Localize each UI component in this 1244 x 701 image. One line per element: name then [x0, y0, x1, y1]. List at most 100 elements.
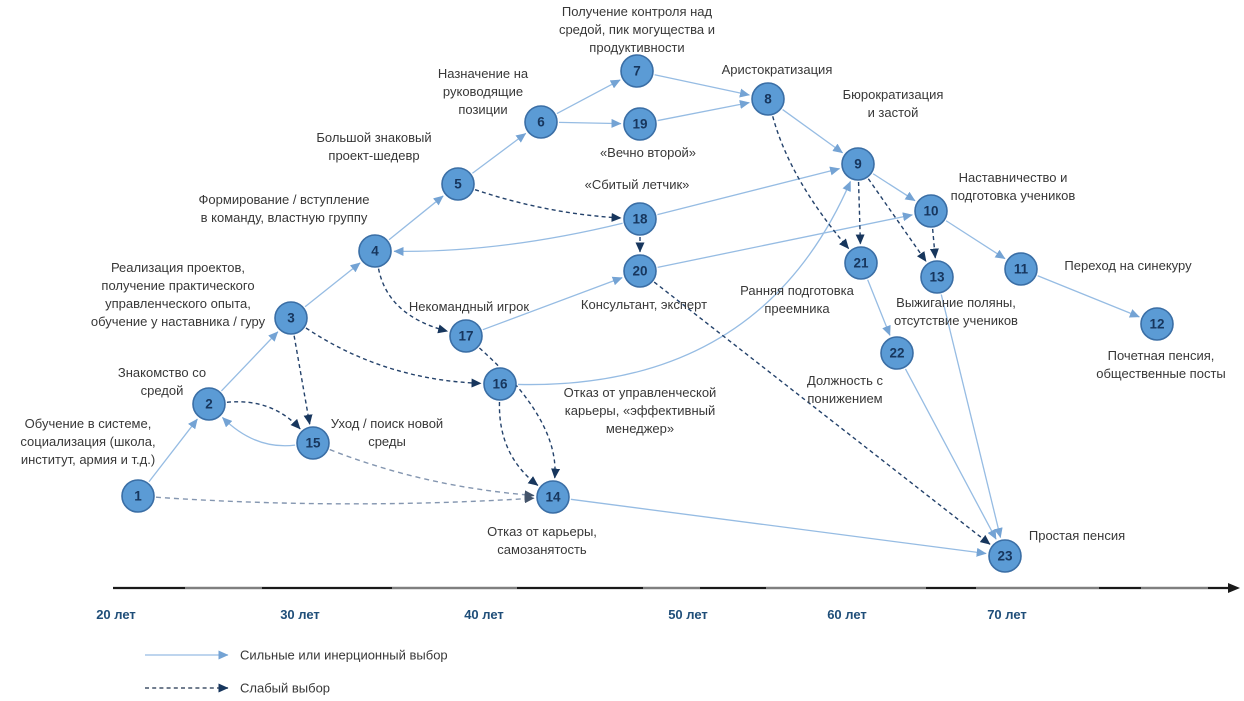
node-9-number: 9 [854, 157, 862, 172]
node-12-number: 12 [1149, 317, 1164, 332]
node-9-circle [841, 147, 875, 181]
edge-22-23 [904, 368, 997, 540]
node-16-circle [483, 367, 517, 401]
edge-2-3 [220, 331, 279, 392]
node-10-circle [914, 194, 948, 228]
edge-20-23 [653, 281, 991, 545]
axis-tick-30: 30 лет [280, 607, 320, 622]
edge-5-18 [474, 189, 622, 222]
node-6: 6 [524, 105, 558, 139]
node-20-number: 20 [632, 264, 647, 279]
node-14-number: 14 [545, 490, 561, 505]
node-21: 21 [844, 246, 878, 280]
label-eternal-second: «Вечно второй» [600, 145, 696, 160]
label-honorary-pension: Почетная пенсия,общественные посты [1096, 348, 1226, 381]
node-23: 23 [988, 539, 1022, 573]
edge-16-9 [517, 180, 852, 386]
node-22-number: 22 [889, 346, 904, 361]
edge-3-4 [304, 262, 361, 308]
axis-arrowhead-icon [1228, 583, 1240, 593]
node-5-number: 5 [454, 177, 462, 192]
node-5-circle [441, 167, 475, 201]
node-4: 4 [358, 234, 392, 268]
node-19-circle [623, 107, 657, 141]
edge-11-12 [1037, 275, 1140, 318]
edge-10-11 [945, 220, 1006, 260]
edge-21-22 [867, 279, 891, 336]
node-12: 12 [1140, 307, 1174, 341]
edge-6-19 [558, 118, 622, 128]
node-22: 22 [880, 336, 914, 370]
node-11: 11 [1004, 252, 1038, 286]
axis-tick-70: 70 лет [987, 607, 1027, 622]
node-4-circle [358, 234, 392, 268]
node-12-circle [1140, 307, 1174, 341]
edge-18-9 [657, 166, 841, 216]
node-22-circle [880, 336, 914, 370]
axis-tick-20: 20 лет [96, 607, 136, 622]
label-project-realization: Реализация проектов,получение практическ… [91, 260, 266, 329]
node-4-number: 4 [371, 244, 379, 259]
edge-5-6 [472, 132, 527, 174]
node-14-circle [536, 480, 570, 514]
edge-10-13 [929, 228, 939, 259]
edge-20-10 [657, 212, 913, 269]
node-13-number: 13 [929, 270, 945, 285]
label-shot-down-pilot: «Сбитый летчик» [585, 177, 690, 192]
node-17-circle [449, 319, 483, 353]
node-2-number: 2 [205, 397, 213, 412]
node-23-number: 23 [997, 549, 1013, 564]
label-aristocratization: Аристократизация [722, 62, 833, 77]
node-3: 3 [274, 301, 308, 335]
edge-17-14 [478, 347, 561, 479]
node-7-circle [620, 54, 654, 88]
edge-19-8 [657, 100, 750, 122]
edge-1-2 [148, 418, 198, 483]
node-11-circle [1004, 252, 1038, 286]
edge-15-14 [329, 448, 535, 500]
edge-7-8 [654, 74, 750, 98]
node-20-circle [623, 254, 657, 288]
node-18-number: 18 [632, 212, 648, 227]
node-21-number: 21 [853, 256, 869, 271]
label-consultant-expert: Консультант, эксперт [581, 297, 707, 312]
edge-15-2 [221, 416, 296, 447]
node-13-circle [920, 260, 954, 294]
node-23-circle [988, 539, 1022, 573]
label-career-refusal: Отказ от карьеры,самозанятость [487, 524, 597, 557]
node-15: 15 [296, 426, 330, 460]
edge-18-4 [393, 222, 623, 256]
edge-8-21 [772, 116, 850, 250]
edge-3-16 [305, 327, 482, 388]
edge-4-17 [377, 268, 449, 334]
node-8-circle [751, 82, 785, 116]
edge-9-21 [855, 181, 865, 245]
edge-9-10 [872, 173, 916, 202]
node-6-number: 6 [537, 115, 545, 130]
node-1: 1 [121, 479, 155, 513]
node-13: 13 [920, 260, 954, 294]
node-19: 19 [623, 107, 657, 141]
edge-6-7 [556, 79, 621, 115]
node-17: 17 [449, 319, 483, 353]
node-19-number: 19 [632, 117, 647, 132]
axis-tick-60: 60 лет [827, 607, 867, 622]
legend-label-0: Сильные или инерционный выбор [240, 648, 448, 663]
edge-13-23 [940, 294, 1003, 539]
node-14: 14 [536, 480, 570, 514]
node-3-circle [274, 301, 308, 335]
node-11-number: 11 [1014, 262, 1029, 277]
label-sinecure-transition: Переход на синекуру [1064, 258, 1192, 273]
node-21-circle [844, 246, 878, 280]
